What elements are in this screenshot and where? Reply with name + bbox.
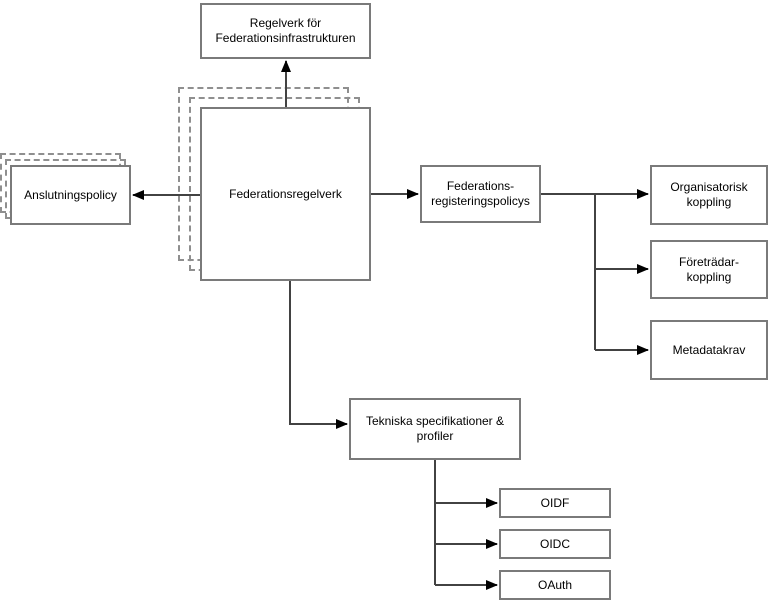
node-metadatakrav: Metadatakrav xyxy=(650,320,768,380)
node-oauth: OAuth xyxy=(499,570,611,600)
node-oidf: OIDF xyxy=(499,488,611,518)
connector-federationsregelverk-to-tekniska xyxy=(289,281,348,429)
node-anslutningspolicy: Anslutningspolicy xyxy=(10,165,131,225)
node-oidc: OIDC xyxy=(499,529,611,559)
node-federations-registeringspolicys: Federations- registeringspolicys xyxy=(420,165,541,223)
node-organisatorisk-koppling: Organisatorisk koppling xyxy=(650,165,768,225)
node-federationsregelverk: Federationsregelverk xyxy=(200,107,371,281)
node-foretradar-koppling: Företrädar- koppling xyxy=(650,240,768,299)
node-tekniska-specifikationer-profiler: Tekniska specifikationer & profiler xyxy=(349,398,521,460)
node-regelverk-for-federationsinfrastrukturen: Regelverk för Federationsinfrastrukturen xyxy=(200,3,371,59)
